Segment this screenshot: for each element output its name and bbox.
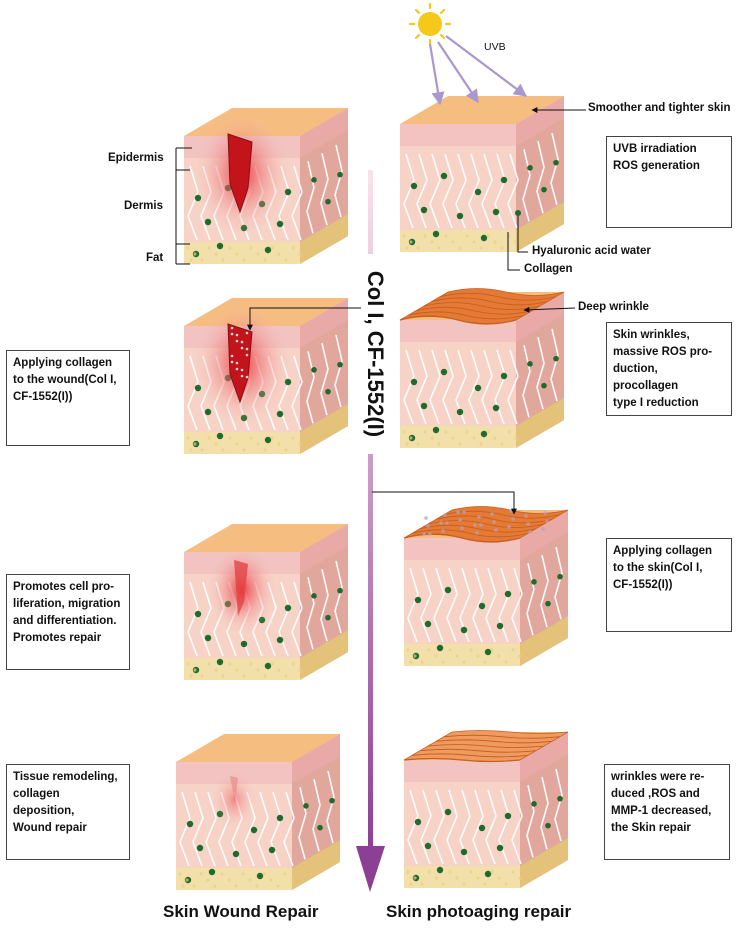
- photoaging-skin-block-2: [398, 288, 578, 450]
- treatment-axis-label: Col I, CF-1552(I): [361, 254, 389, 454]
- skin-wrinkles-note: Skin wrinkles, massive ROS pro- duction,…: [606, 322, 732, 416]
- tissue-remodeling-note: Tissue remodeling, collagen deposition, …: [6, 764, 130, 860]
- leader-hyaluronic: [517, 212, 528, 253]
- promotes-repair-note: Promotes cell pro- liferation, migration…: [6, 574, 130, 670]
- collagen-label: Collagen: [524, 263, 573, 275]
- sun-icon: [408, 2, 452, 46]
- fat-label: Fat: [146, 252, 164, 264]
- layer-bracket: [175, 147, 192, 265]
- uvb-irradiation-note: UVB irradiation ROS generation: [606, 136, 732, 228]
- skin-wound-repair-title: Skin Wound Repair: [163, 902, 319, 921]
- apply-collagen-wound-note: Applying collagen to the wound(Col I, CF…: [6, 350, 130, 446]
- smoother-skin-label: Smoother and tighter skin: [588, 102, 731, 114]
- connector-apply-skin: [372, 491, 517, 515]
- wound-skin-block-1: [182, 106, 362, 266]
- wound-skin-block-4: [174, 732, 354, 892]
- treatment-axis-arrow: [356, 170, 385, 892]
- apply-collagen-skin-note: Applying collagen to the skin(Col I, CF-…: [606, 538, 732, 632]
- hyaluronic-label: Hyaluronic acid water: [532, 245, 651, 257]
- uvb-label: UVB: [484, 41, 506, 53]
- photoaging-skin-block-4: [402, 730, 582, 890]
- photoaging-skin-block-3: [402, 506, 582, 668]
- photoaging-skin-block-1: [398, 94, 578, 254]
- leader-deep-wrinkle: [523, 306, 576, 313]
- connector-apply-wound: [247, 307, 370, 331]
- hyaluronic-dot: [515, 210, 521, 216]
- skin-photoaging-repair-title: Skin photoaging repair: [386, 902, 572, 921]
- wound-skin-block-3: [182, 522, 362, 682]
- epidermis-label: Epidermis: [108, 152, 164, 164]
- leader-collagen: [507, 232, 520, 271]
- wound-skin-block-2: [182, 296, 362, 456]
- uvb-arrows: [428, 35, 528, 106]
- dermis-label: Dermis: [124, 200, 163, 212]
- deep-wrinkle-label: Deep wrinkle: [578, 301, 649, 313]
- wrinkles-reduced-note: wrinkles were re- duced ,ROS and MMP-1 d…: [604, 764, 730, 860]
